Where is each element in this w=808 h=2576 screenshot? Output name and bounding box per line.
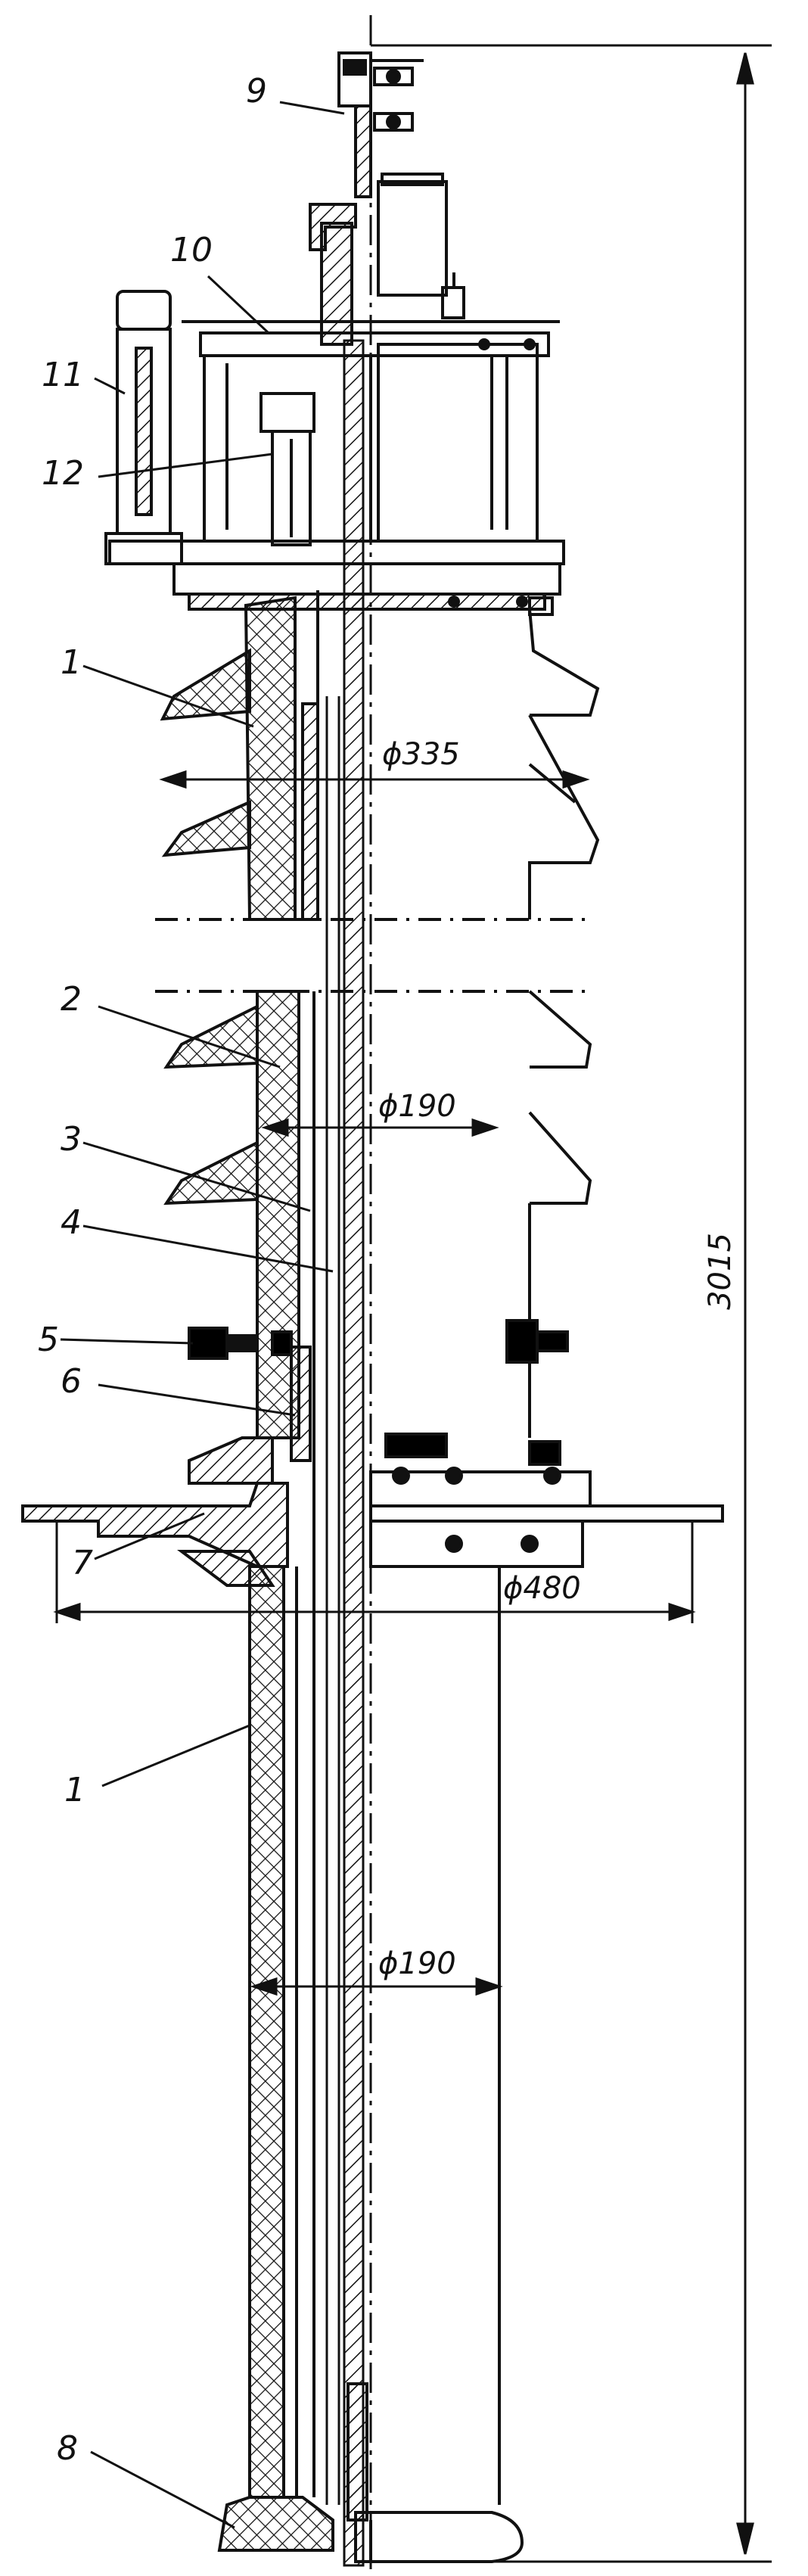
callout-1-top: 1 bbox=[61, 643, 82, 682]
inner-diameter-lower-label: ϕ190 bbox=[378, 1946, 456, 1981]
callout-12: 12 bbox=[42, 454, 84, 493]
shed-diameter-dimension bbox=[159, 770, 590, 789]
lower-insulator-body bbox=[248, 1565, 501, 2522]
callout-8: 8 bbox=[57, 2429, 78, 2468]
inner-diameter-upper-dimension bbox=[261, 1118, 499, 1137]
callout-6: 6 bbox=[61, 1362, 82, 1401]
shed-diameter-label: ϕ335 bbox=[382, 737, 460, 772]
callout-5: 5 bbox=[38, 1321, 59, 1359]
upper-porcelain-insulator bbox=[155, 590, 600, 993]
callout-7: 7 bbox=[72, 1544, 93, 1582]
flange-diameter-label: ϕ480 bbox=[503, 1571, 581, 1606]
callout-10: 10 bbox=[170, 231, 213, 269]
conductor-tube bbox=[325, 339, 365, 2567]
callout-3: 3 bbox=[61, 1120, 82, 1159]
top-head-assembly bbox=[104, 51, 565, 616]
callout-11: 11 bbox=[42, 356, 84, 394]
flange-diameter-dimension bbox=[53, 1521, 696, 1623]
middle-porcelain-insulator bbox=[163, 990, 592, 2497]
callout-4: 4 bbox=[61, 1203, 82, 1242]
callout-9: 9 bbox=[246, 72, 267, 110]
inner-diameter-lower-dimension bbox=[250, 1977, 503, 1996]
bottom-shield bbox=[217, 2496, 524, 2563]
side-fittings bbox=[188, 1319, 569, 1462]
mounting-flange bbox=[21, 1433, 724, 1587]
overall-height-label: 3015 bbox=[703, 1233, 738, 1310]
callout-1-bottom: 1 bbox=[64, 1771, 85, 1809]
inner-diameter-upper-label: ϕ190 bbox=[378, 1089, 456, 1124]
leader-lines bbox=[60, 101, 345, 2529]
overall-height-dimension bbox=[371, 44, 772, 2563]
callout-2: 2 bbox=[61, 980, 82, 1019]
